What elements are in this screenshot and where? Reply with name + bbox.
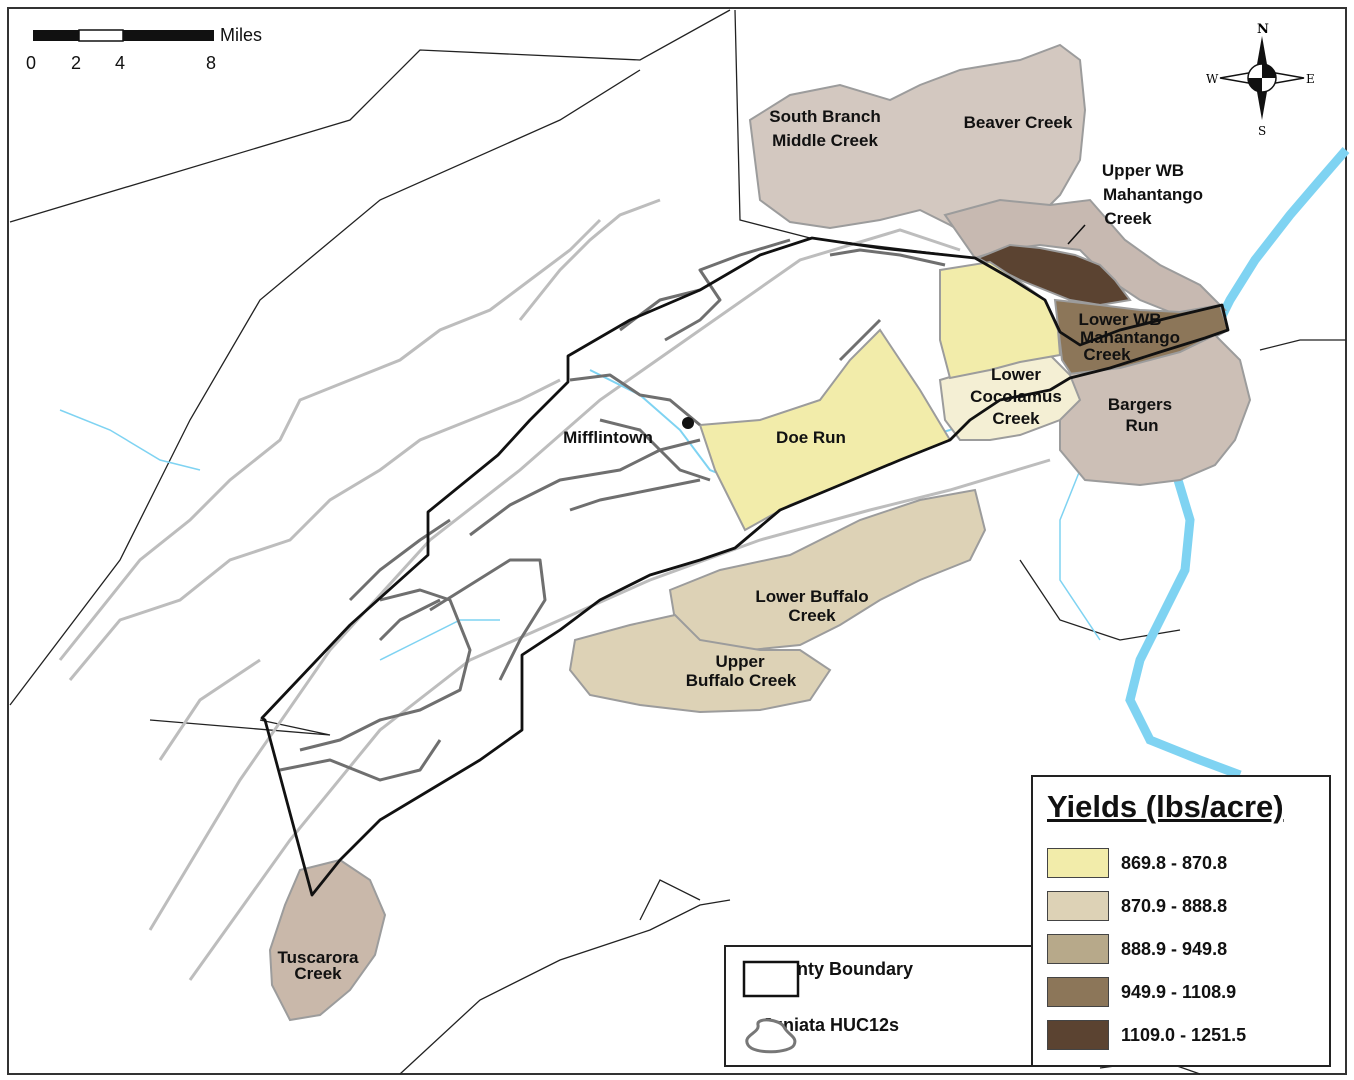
south-branch-polygon — [748, 43, 1087, 242]
label-upper-wb-2: Mahantango — [1103, 185, 1203, 204]
bargers-run-polygon — [1059, 333, 1252, 487]
label-mifflintown: Mifflintown — [563, 428, 653, 447]
label-lower-buffalo-1: Lower Buffalo — [755, 587, 868, 606]
label-tuscarora-1: Tuscarora — [278, 948, 359, 967]
yield-class-row: 888.9 - 949.8 — [1047, 933, 1227, 965]
mifflintown-point — [682, 417, 694, 429]
label-upper-wb-1: Upper WB — [1102, 161, 1184, 180]
yield-swatch — [1047, 1020, 1109, 1050]
yield-class-label: 888.9 - 949.8 — [1121, 938, 1228, 959]
south-label: S — [1258, 124, 1266, 138]
scale-tick-0: 0 — [26, 53, 36, 73]
label-upper-buffalo-2: Buffalo Creek — [686, 671, 797, 690]
yield-polygons — [268, 43, 1252, 1022]
legend-huc-label: Juniata HUC12s — [762, 1015, 900, 1035]
yield-class-row: 870.9 - 888.8 — [1047, 890, 1227, 922]
label-lower-cocolamus-3: Creek — [992, 409, 1040, 428]
layer-legend: County Boundary Juniata HUC12s — [724, 945, 1034, 1067]
label-lower-wb-2: Mahantango — [1080, 328, 1180, 347]
label-lower-cocolamus-2: Cocolamus — [970, 387, 1062, 406]
label-south-branch-2: Middle Creek — [772, 131, 878, 150]
yield-legend-title: Yields (lbs/acre) — [1047, 789, 1284, 824]
east-label: E — [1306, 72, 1315, 86]
yield-swatch — [1047, 934, 1109, 964]
county-boundary-symbol — [742, 960, 800, 998]
map-frame — [7, 7, 1347, 1075]
legend-row-huc: Juniata HUC12s — [740, 1015, 900, 1054]
label-bargers-1: Bargers — [1108, 395, 1172, 414]
label-doe-run: Doe Run — [776, 428, 846, 447]
yield-class-label: 870.9 - 888.8 — [1121, 895, 1228, 916]
yield-swatch — [1047, 891, 1109, 921]
place-labels: South Branch Middle Creek Beaver Creek U… — [278, 107, 1204, 983]
huc-outline-symbol — [745, 1018, 797, 1054]
label-lower-buffalo-2: Creek — [788, 606, 836, 625]
yield-swatch — [1047, 977, 1109, 1007]
west-label: W — [1206, 72, 1219, 86]
yield-legend: Yields (lbs/acre) 869.8 - 870.8 870.9 - … — [1031, 775, 1331, 1067]
label-upper-buffalo-1: Upper — [715, 652, 765, 671]
label-beaver-creek: Beaver Creek — [964, 113, 1073, 132]
scale-bar: Miles 0 2 4 8 — [26, 25, 262, 73]
county-boundary — [260, 236, 1230, 897]
yield-class-label: 949.9 - 1108.9 — [1121, 981, 1237, 1002]
yield-class-row: 949.9 - 1108.9 — [1047, 976, 1236, 1008]
yield-swatch — [1047, 848, 1109, 878]
upper-wb-dark-polygon — [975, 243, 1132, 307]
label-upper-wb-3: Creek — [1104, 209, 1152, 228]
upper-buffalo-polygon — [568, 613, 832, 714]
north-label: N — [1257, 22, 1269, 37]
tuscarora-polygon — [268, 858, 387, 1022]
north-arrow-icon: N S E W — [1206, 22, 1315, 138]
scale-tick-8: 8 — [206, 53, 216, 73]
yield-class-row: 1109.0 - 1251.5 — [1047, 1019, 1246, 1051]
label-south-branch-1: South Branch — [769, 107, 880, 126]
label-lower-cocolamus-1: Lower — [991, 365, 1041, 384]
yield-class-label: 1109.0 - 1251.5 — [1121, 1024, 1247, 1045]
scale-tick-2: 2 — [71, 53, 81, 73]
label-tuscarora-2: Creek — [294, 964, 342, 983]
scale-unit-label: Miles — [220, 25, 262, 45]
yield-class-label: 869.8 - 870.8 — [1121, 852, 1228, 873]
upper-wb-leader — [1067, 224, 1086, 245]
lower-buffalo-polygon — [668, 488, 987, 652]
scale-tick-4: 4 — [115, 53, 125, 73]
legend-row-county: County Boundary — [740, 959, 913, 998]
label-bargers-2: Run — [1125, 416, 1158, 435]
label-lower-wb-1: Lower WB — [1078, 310, 1161, 329]
yield-class-row: 869.8 - 870.8 — [1047, 847, 1227, 879]
label-lower-wb-3: Creek — [1083, 345, 1131, 364]
legend-county-label: County Boundary — [762, 959, 913, 979]
